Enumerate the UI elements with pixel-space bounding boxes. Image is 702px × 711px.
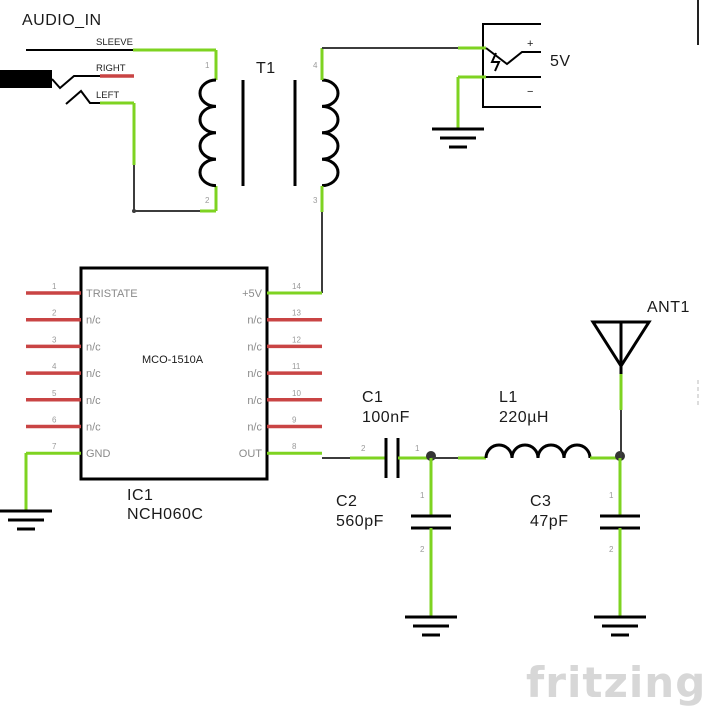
ic-pin-name: +5V	[242, 288, 263, 300]
wire-joint	[132, 209, 136, 213]
c2-value: 560pF	[336, 513, 384, 530]
c3-value: 47pF	[530, 513, 568, 530]
capacitor-c2: C2 560pF 1 2	[336, 458, 457, 637]
t1-secondary-coil	[321, 78, 340, 188]
ic-pin-name: TRISTATE	[86, 288, 138, 300]
jack-right-contact	[51, 75, 100, 90]
ic-pin-3: 3 n/c	[26, 335, 101, 353]
ic-pin-name: GND	[86, 448, 111, 460]
ic-pin-6: 6 n/c	[26, 416, 101, 434]
ic-pin-number: 13	[292, 309, 301, 318]
ic-pin-number: 14	[292, 282, 301, 291]
t1-pin3-num: 3	[313, 196, 318, 205]
t1-pin2-num: 2	[205, 196, 210, 205]
ic-pin-number: 7	[52, 442, 57, 451]
ic-chip-label: MCO-1510A	[142, 354, 204, 366]
power-plus-label: +	[527, 38, 533, 50]
power-label: 5V	[550, 53, 571, 70]
power-minus-label: −	[527, 86, 533, 98]
power-body	[482, 23, 541, 108]
ic-pin-number: 10	[292, 389, 301, 398]
c3-pin2-num: 2	[609, 545, 614, 554]
sleeve-label: SLEEVE	[96, 37, 133, 48]
capacitor-c1: C1 100nF 2 1	[350, 389, 431, 478]
l1-name: L1	[499, 389, 518, 406]
ant1-label: ANT1	[647, 299, 690, 316]
t1-label: T1	[256, 60, 276, 77]
ic-pin-number: 1	[52, 282, 57, 291]
ic-pin-4: 4 n/c	[26, 362, 101, 380]
antenna-ant1: ANT1	[590, 299, 690, 458]
ic-pin-11: 11 n/c	[247, 362, 322, 380]
ic-pin-name: n/c	[247, 315, 262, 327]
ic-pin-number: 8	[292, 442, 297, 451]
ic-pin-name: n/c	[86, 395, 101, 407]
transformer-t1: T1 1 2 4 3	[198, 48, 340, 213]
t1-primary-coil	[198, 78, 217, 188]
ic-pin-name: n/c	[247, 368, 262, 380]
jack-left-contact	[65, 89, 100, 105]
c2-pin2-num: 2	[420, 545, 425, 554]
c3-name: C3	[530, 493, 551, 510]
ic-pin-number: 12	[292, 335, 301, 344]
right-label: RIGHT	[96, 63, 126, 74]
c2-pin1-num: 1	[420, 491, 425, 500]
l1-coil	[484, 443, 592, 459]
ic-pin-9: 9 n/c	[247, 416, 322, 434]
ic1: MCO-1510A IC1 NCH060C 1TRISTATE2n/c3n/c4…	[26, 266, 322, 523]
power-ground	[432, 77, 484, 149]
ic-pin-number: 5	[52, 389, 57, 398]
inductor-l1: L1 220µH	[458, 389, 620, 460]
c3-pin1-num: 1	[609, 491, 614, 500]
lightning-icon	[490, 52, 501, 72]
ic-pin-name: n/c	[247, 422, 262, 434]
c1-pin2-num: 2	[361, 444, 366, 453]
ic-pin-name: OUT	[239, 448, 263, 460]
ic-part: NCH060C	[127, 506, 203, 523]
audio-jack: AUDIO_IN SLEEVE RIGHT LEFT	[0, 12, 216, 105]
ic-pin-5: 5 n/c	[26, 389, 101, 407]
c1-pin1-num: 1	[415, 444, 420, 453]
ic-pin-number: 3	[52, 335, 57, 344]
ic-pin-name: n/c	[247, 395, 262, 407]
ic-pin-2: 2 n/c	[26, 309, 101, 327]
ic-pin-number: 6	[52, 416, 57, 425]
c2-name: C2	[336, 493, 357, 510]
ic-pin-13: 13 n/c	[247, 309, 322, 327]
t1-pin1-num: 1	[205, 61, 210, 70]
ic-name: IC1	[127, 487, 153, 504]
l1-value: 220µH	[499, 409, 549, 426]
left-wire	[133, 165, 200, 212]
capacitor-c3: C3 47pF 1 2	[530, 458, 646, 637]
ic-pin-number: 9	[292, 416, 297, 425]
ic-pin-12: 12 n/c	[247, 335, 322, 353]
fritzing-logo: fritzing	[526, 658, 702, 707]
c1-name: C1	[362, 389, 383, 406]
ic-pin-number: 11	[292, 362, 301, 371]
ic-pin-14: 14 +5V	[242, 282, 322, 300]
ic-pin-number: 4	[52, 362, 57, 371]
ic-pin-name: n/c	[86, 422, 101, 434]
audio-in-title: AUDIO_IN	[22, 12, 102, 29]
t1-pin4-num: 4	[313, 61, 318, 70]
ic-pin-name: n/c	[86, 315, 101, 327]
power-supply-5v: 5V + −	[458, 23, 571, 108]
ic-pin-name: n/c	[247, 341, 262, 353]
left-label: LEFT	[96, 90, 119, 101]
power-plus-contact	[485, 47, 541, 66]
ic-pin-10: 10 n/c	[247, 389, 322, 407]
ic-pin-name: n/c	[86, 368, 101, 380]
jack-plug-body	[0, 70, 52, 88]
jack-wires	[132, 103, 200, 213]
ic-pin-number: 2	[52, 309, 57, 318]
c1-value: 100nF	[362, 409, 410, 426]
ic-ground	[0, 453, 52, 531]
ic-pin-name: n/c	[86, 341, 101, 353]
